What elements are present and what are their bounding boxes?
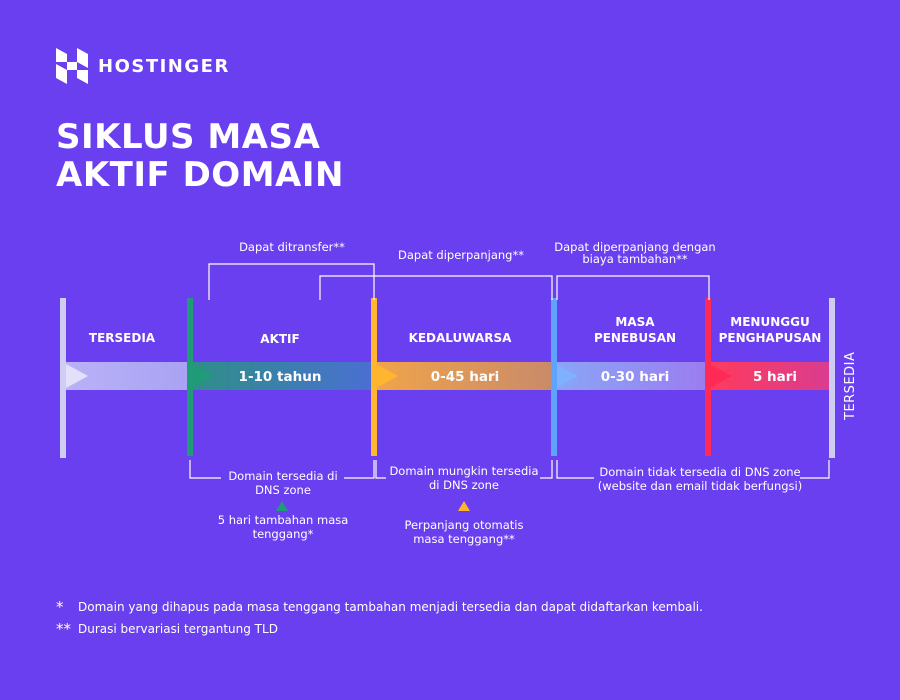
label-grace-extra: 5 hari tambahan masa tenggang* (217, 513, 349, 541)
pillar-kedaluwarsa (371, 298, 377, 456)
footnote-1: * Domain yang dihapus pada masa tenggang… (56, 596, 703, 618)
double-asterisk-icon: ** (56, 620, 71, 638)
bracket-renew-fee (556, 275, 710, 300)
duration-kedaluwarsa: 0-45 hari (430, 369, 500, 385)
bracket-renew (319, 275, 553, 300)
band-aktif (190, 362, 374, 390)
footnote-2: ** Durasi bervariasi tergantung TLD (56, 618, 703, 640)
triangle-kedaluwarsa-icon (458, 501, 470, 511)
label-renew-fee: Dapat diperpanjang dengan biaya tambahan… (554, 240, 716, 266)
asterisk-icon: * (56, 598, 64, 616)
bracket-transfer (208, 263, 375, 300)
pillar-tersedia (60, 298, 66, 458)
phase-kedaluwarsa: KEDALUWARSA (408, 331, 512, 345)
footnote-2-text: Durasi bervariasi tergantung TLD (78, 622, 278, 636)
bracket-aktif-right (344, 460, 375, 479)
label-no-dns: Domain tidak tersedia di DNS zone (websi… (597, 465, 803, 493)
page-title: SIKLUS MASA AKTIF DOMAIN (56, 118, 476, 194)
pillar-penghapusan (705, 298, 711, 456)
title-line-1: SIKLUS MASA (56, 117, 321, 157)
phase-aktif: AKTIF (260, 332, 300, 346)
bracket-nodns-right (800, 460, 830, 479)
hostinger-h-logo-icon (56, 48, 88, 84)
bracket-kedaluwarsa-left (375, 460, 386, 479)
label-kedaluwarsa-dns: Domain mungkin tersedia di DNS zone (389, 464, 539, 492)
brand-logo: HOSTINGER (56, 48, 230, 84)
duration-aktif: 1-10 tahun (238, 369, 322, 385)
label-transfer: Dapat ditransfer** (239, 240, 345, 254)
brand-name: HOSTINGER (98, 55, 230, 77)
arrow-penghapusan-icon (710, 364, 732, 388)
bracket-kedaluwarsa-right (540, 460, 553, 479)
pillar-penebusan (551, 298, 557, 456)
phase-penghapusan: MENUNGGU PENGHAPUSAN (718, 315, 822, 345)
arrow-aktif-icon (192, 364, 214, 388)
footnotes: * Domain yang dihapus pada masa tenggang… (56, 596, 703, 640)
bracket-aktif-left (189, 460, 221, 479)
pillar-aktif (187, 298, 193, 456)
label-auto-renew: Perpanjang otomatis masa tenggang** (404, 518, 524, 546)
duration-penghapusan: 5 hari (752, 369, 798, 385)
bracket-nodns-left (556, 460, 594, 479)
triangle-aktif-icon (276, 501, 288, 511)
arrow-tersedia-icon (66, 364, 88, 388)
footnote-1-text: Domain yang dihapus pada masa tenggang t… (78, 600, 703, 614)
duration-penebusan: 0-30 hari (600, 369, 670, 385)
band-penebusan (554, 362, 708, 390)
band-kedaluwarsa (374, 362, 554, 390)
arrow-penebusan-icon (556, 364, 578, 388)
arrow-kedaluwarsa-icon (376, 364, 398, 388)
label-aktif-dns: Domain tersedia di DNS zone (228, 469, 338, 497)
phase-penebusan: MASA PENEBUSAN (593, 315, 677, 345)
label-renew: Dapat diperpanjang** (398, 248, 524, 262)
phase-tersedia-end: TERSEDIA (843, 351, 858, 420)
pillar-tersedia-end (829, 298, 835, 458)
phase-tersedia: TERSEDIA (88, 331, 156, 345)
title-line-2: AKTIF DOMAIN (56, 155, 344, 195)
